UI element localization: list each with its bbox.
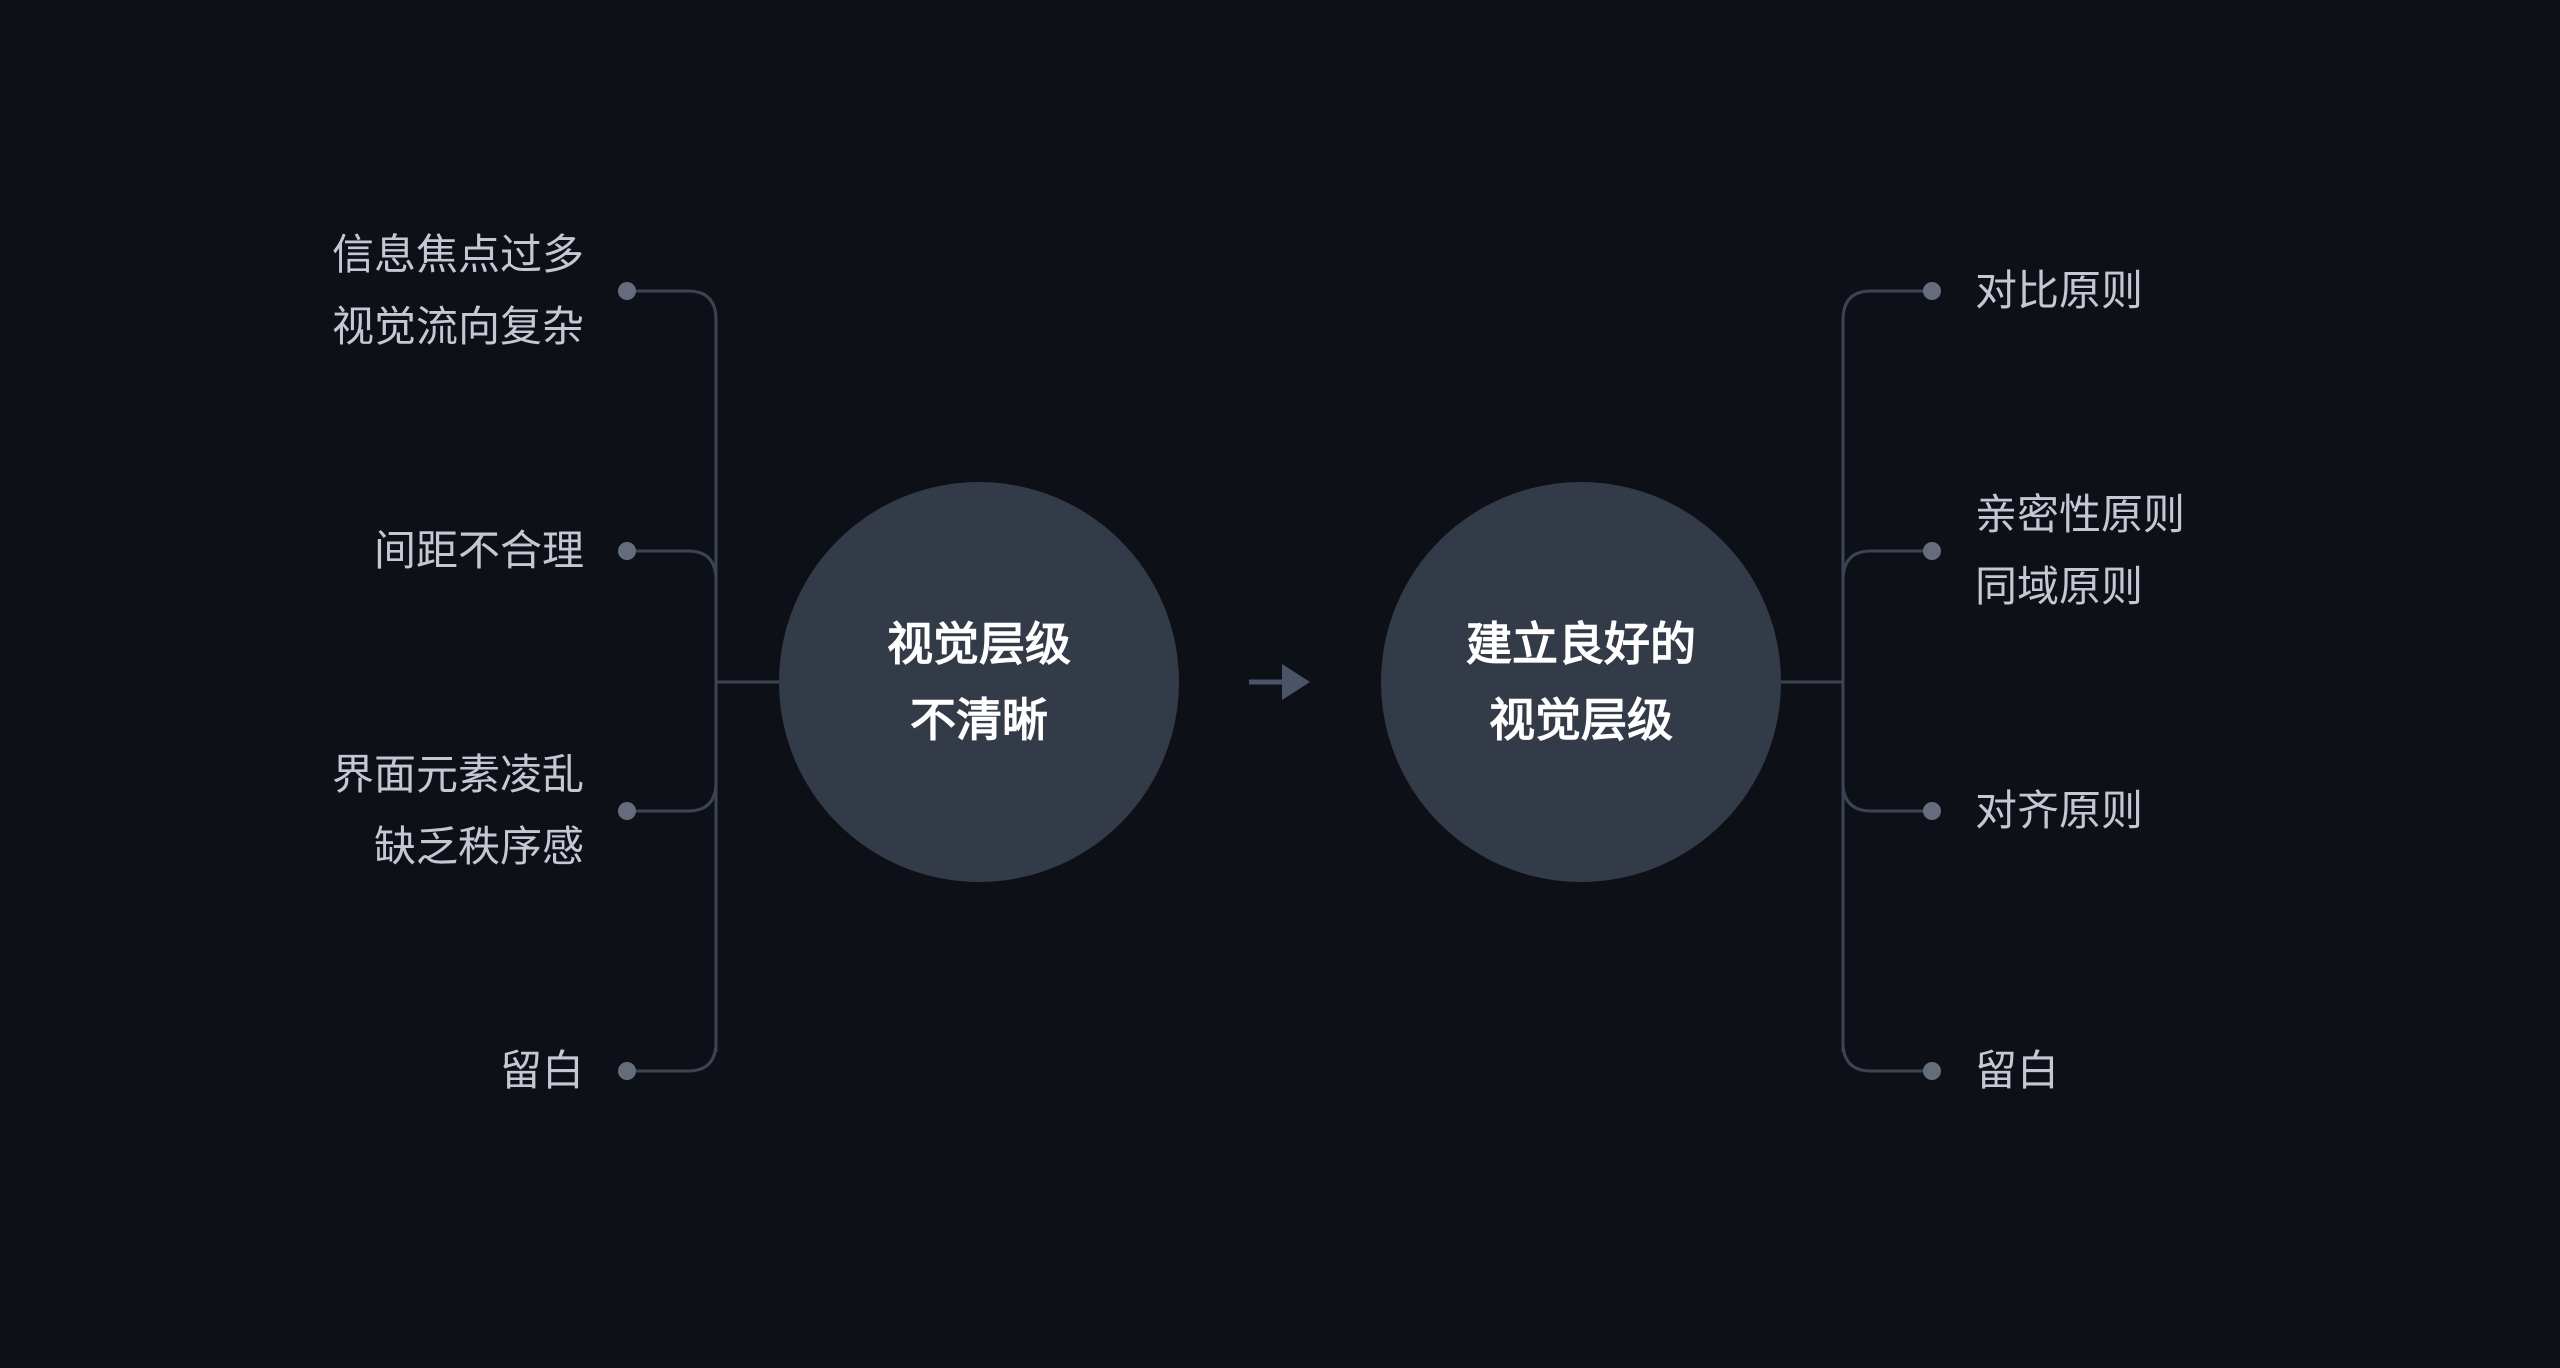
right-item-2: 亲密性原则 同域原则 [1975, 479, 2185, 623]
left-item-2-line-1: 间距不合理 [373, 526, 584, 575]
left-item-3-line-2: 缺乏秩序感 [373, 822, 584, 871]
left-dot-2 [618, 542, 636, 560]
right-item-3-line-1: 对齐原则 [1975, 786, 2144, 835]
left-item-1-line-1: 信息焦点过多 [331, 230, 584, 279]
arrow-right-icon [1249, 664, 1310, 700]
left-item-4: 留白 [500, 1035, 584, 1107]
right-item-1: 对比原则 [1975, 255, 2143, 327]
right-item-4-line-1: 留白 [1975, 1046, 2060, 1095]
right-dot-3 [1923, 802, 1941, 820]
left-item-1-line-2: 视觉流向复杂 [331, 302, 584, 351]
right-branch-4 [1841, 1041, 1932, 1073]
left-item-3: 界面元素凌乱 缺乏秩序感 [332, 739, 584, 883]
solution-circle-line-1: 建立良好的 [1466, 617, 1696, 671]
problem-circle-line-2: 不清晰 [910, 693, 1048, 747]
problem-circle-line-1: 视觉层级 [887, 617, 1071, 671]
problem-circle: 视觉层级 不清晰 [779, 482, 1179, 882]
right-dot-1 [1923, 282, 1941, 300]
right-branch-2 [1841, 549, 1932, 581]
left-branch-4 [627, 1041, 718, 1073]
left-item-1: 信息焦点过多 视觉流向复杂 [332, 219, 584, 363]
right-item-2-line-2: 同域原则 [1975, 562, 2144, 611]
solution-circle: 建立良好的 视觉层级 [1381, 482, 1781, 882]
left-dot-4 [618, 1062, 636, 1080]
right-item-2-line-1: 亲密性原则 [1975, 490, 2186, 539]
right-item-1-line-1: 对比原则 [1975, 266, 2144, 315]
right-branch-3 [1841, 781, 1932, 813]
left-branch-3 [627, 781, 718, 813]
right-item-3: 对齐原则 [1975, 775, 2143, 847]
right-item-4: 留白 [1975, 1035, 2059, 1107]
right-dot-2 [1923, 542, 1941, 560]
solution-circle-line-2: 视觉层级 [1489, 693, 1673, 747]
left-item-2: 间距不合理 [374, 515, 584, 587]
left-branch-1 [627, 289, 718, 321]
left-dot-1 [618, 282, 636, 300]
left-item-3-line-1: 界面元素凌乱 [331, 750, 584, 799]
left-item-4-line-1: 留白 [499, 1046, 584, 1095]
right-branch-1 [1841, 289, 1932, 321]
right-dot-4 [1923, 1062, 1941, 1080]
left-dot-3 [618, 802, 636, 820]
left-branch-2 [627, 549, 718, 581]
